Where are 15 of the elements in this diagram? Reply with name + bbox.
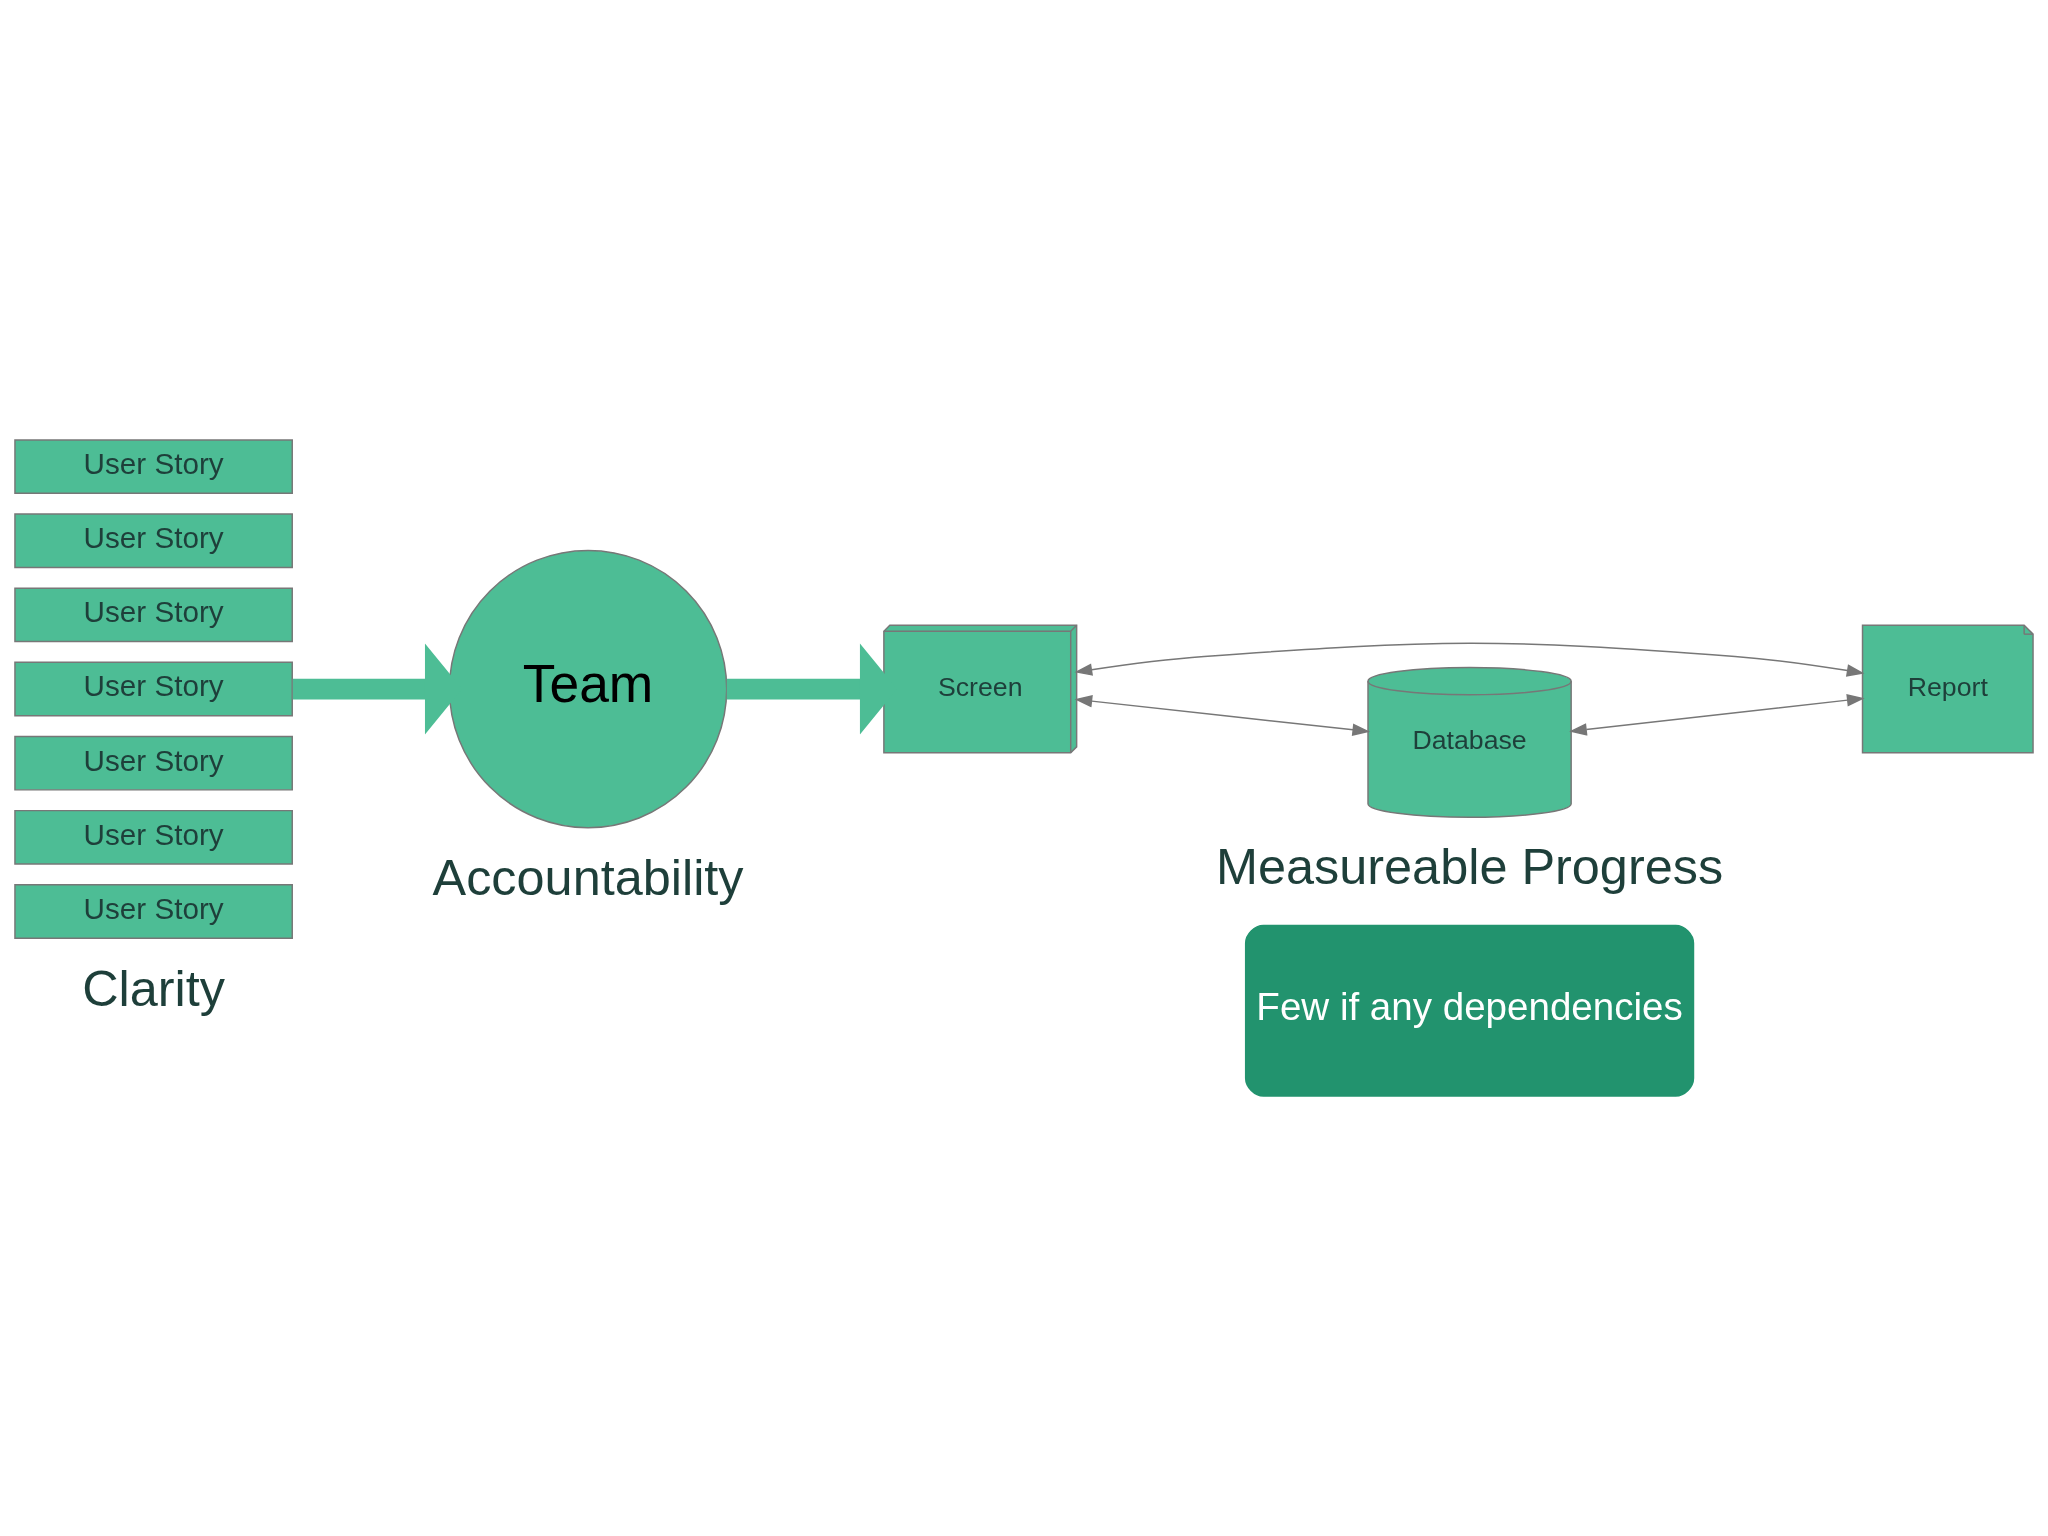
arrow <box>1569 694 1865 736</box>
node-box: User Story <box>14 735 293 791</box>
node-box: User Story <box>14 439 293 495</box>
node-box: User Story <box>14 809 293 865</box>
node-box: Few if any dependencies <box>1244 924 1695 1097</box>
label: Clarity <box>82 959 226 1017</box>
node-box: User Story <box>14 513 293 569</box>
arrow <box>1074 694 1371 736</box>
node-box: User Story <box>14 661 293 717</box>
node-circle: Team <box>448 549 728 829</box>
node-box: User Story <box>14 587 293 643</box>
label: Measureable Progress <box>1216 838 1724 896</box>
label: Accountability <box>432 848 744 906</box>
arrow <box>1074 642 1865 677</box>
node-box: User Story <box>14 884 293 939</box>
